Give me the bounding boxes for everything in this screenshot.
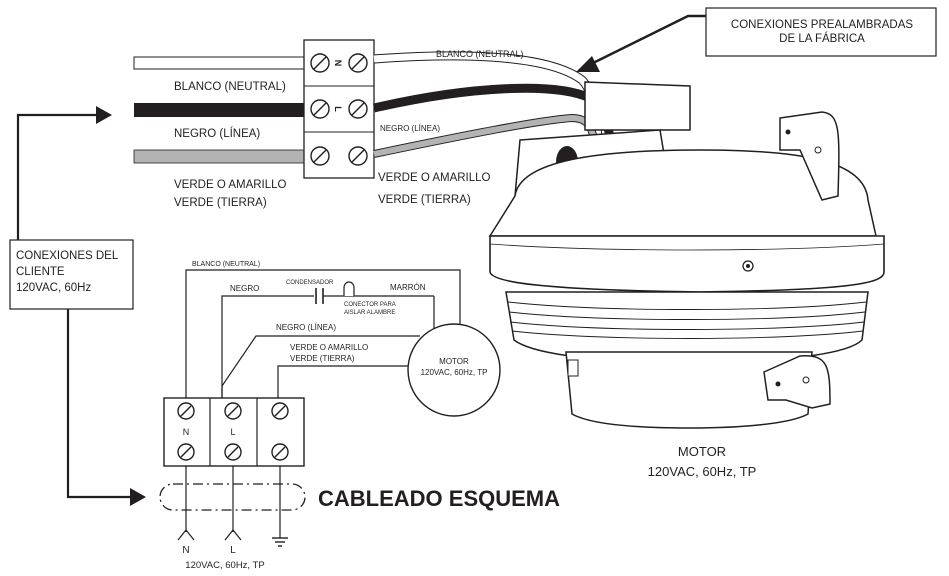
- schematic-motor-label-2: 120VAC, 60Hz, TP: [421, 368, 488, 377]
- supply-wires: BLANCO (NEUTRAL) NEGRO (LÍNEA) VERDE O A…: [133, 56, 305, 209]
- schematic-line-label: NEGRO (LÍNEA): [276, 323, 336, 332]
- brown-label: MARRÓN: [390, 283, 426, 292]
- schematic-white-wire: [185, 269, 461, 398]
- capacitor-label: CONDENSADOR: [286, 280, 334, 286]
- factory-callout-line1: CONEXIONES PREALAMBRADAS: [731, 19, 913, 31]
- supply-white-wire: [133, 56, 305, 70]
- schematic-black-wire: [221, 295, 314, 398]
- customer-connections-callout: CONEXIONES DEL CLIENTE 120VAC, 60Hz: [9, 106, 146, 506]
- customer-callout-line3: 120VAC, 60Hz: [16, 282, 91, 294]
- capacitor-icon: [315, 288, 324, 304]
- motor-caption-1: MOTOR: [678, 444, 726, 459]
- schematic-ground-wire: [277, 365, 410, 398]
- wire-nut-icon: [343, 281, 355, 296]
- supply-rating-label: 120VAC, 60Hz, TP: [185, 560, 264, 571]
- terminal-n-mark: N: [333, 60, 343, 67]
- screw-icon: [271, 402, 289, 420]
- factory-callout-line2: DE LA FÁBRICA: [779, 32, 865, 45]
- screw-icon: [310, 99, 330, 119]
- customer-arrowhead-top: [96, 106, 112, 124]
- factory-arrowhead: [576, 56, 600, 72]
- mounting-bracket-top: [779, 111, 840, 201]
- schematic-motor-icon: [407, 323, 501, 417]
- schematic-line-wire: [221, 335, 420, 398]
- wire-nut-label-2: AISLAR ALAMBRE: [344, 310, 395, 316]
- schematic-title: CABLEADO ESQUEMA: [318, 486, 560, 511]
- motor-black-label: NEGRO (LÍNEA): [380, 124, 440, 133]
- screw-icon: [224, 402, 242, 420]
- supply-white-label: BLANCO (NEUTRAL): [174, 81, 286, 93]
- customer-callout-line1: CONEXIONES DEL: [16, 250, 119, 262]
- schematic-white-label: BLANCO (NEUTRAL): [192, 261, 260, 268]
- inline-fan-illustration: [488, 81, 885, 429]
- supply-n-label: N: [182, 545, 189, 556]
- wire-nut-label-1: CONECTOR PARA: [344, 302, 396, 308]
- factory-callout-box: [705, 7, 937, 57]
- supply-l-conductor: [224, 529, 242, 541]
- supply-green-label-1: VERDE O AMARILLO: [174, 179, 287, 191]
- screw-icon: [348, 53, 368, 73]
- motor-white-label: BLANCO (NEUTRAL): [436, 49, 524, 59]
- screw-icon: [177, 443, 195, 461]
- terminal-l-mark: L: [333, 106, 343, 112]
- supply-black-wire: [134, 103, 304, 117]
- schematic-black-label: NEGRO: [230, 284, 259, 293]
- mounting-bracket-bottom: [763, 355, 831, 409]
- screw-icon: [177, 402, 195, 420]
- wiring-schematic: BLANCO (NEUTRAL) NEGRO CONDENSADOR MARRÓ…: [159, 261, 560, 571]
- supply-green-label-2: VERDE (TIERRA): [174, 197, 267, 209]
- factory-connections-callout: CONEXIONES PREALAMBRADAS DE LA FÁBRICA: [576, 7, 937, 72]
- motor-dome: [488, 149, 877, 237]
- customer-callout-line2: CLIENTE: [16, 266, 65, 278]
- motor-lower-housing: [565, 351, 813, 429]
- motor-flange: [489, 235, 885, 293]
- terminal-block-top: N L: [303, 39, 375, 179]
- wiring-box: [584, 81, 691, 131]
- customer-callout-box: [9, 239, 134, 310]
- supply-n-conductor: [177, 529, 195, 541]
- screw-icon: [310, 53, 330, 73]
- ground-symbol-icon: [272, 537, 288, 547]
- screw-icon: [271, 443, 289, 461]
- screw-icon: [348, 99, 368, 119]
- customer-arrowhead-bottom: [130, 488, 146, 506]
- schematic-green-label-1: VERDE O AMARILLO: [290, 343, 368, 352]
- screw-icon: [742, 260, 754, 272]
- terminal-l-label: L: [230, 427, 235, 437]
- motor-green-label-2: VERDE (TIERRA): [378, 194, 471, 206]
- schematic-motor-label-1: MOTOR: [439, 357, 469, 366]
- supply-black-label: NEGRO (LÍNEA): [174, 127, 260, 140]
- terminal-n-label: N: [183, 427, 190, 437]
- customer-arrow-up: [16, 113, 100, 240]
- factory-callout-arrow: [586, 14, 706, 68]
- supply-l-label: L: [230, 545, 236, 556]
- supply-green-wire: [133, 149, 305, 164]
- screw-icon: [348, 146, 368, 166]
- customer-arrow-down: [66, 309, 130, 499]
- screw-icon: [224, 443, 242, 461]
- motor-caption-2: 120VAC, 60Hz, TP: [648, 464, 757, 479]
- motor-green-label-1: VERDE O AMARILLO: [378, 172, 491, 184]
- schematic-green-label-2: VERDE (TIERRA): [290, 354, 355, 363]
- screw-icon: [310, 146, 330, 166]
